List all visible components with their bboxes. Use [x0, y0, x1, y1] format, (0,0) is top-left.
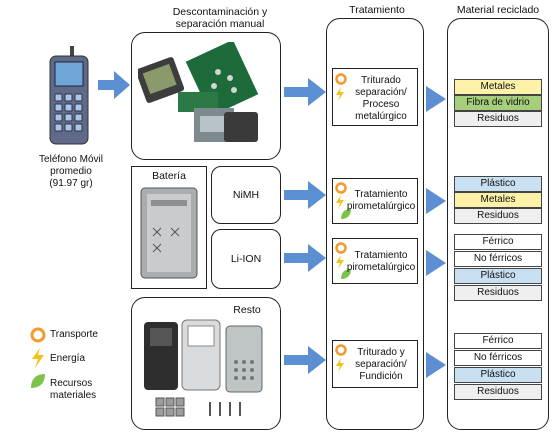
treatment-4-line1: Triturado y	[357, 347, 405, 358]
treatment-4-line2: separación/	[355, 359, 407, 370]
material-no-ferricos: No férricos	[454, 350, 542, 366]
treatment-3-line2: pirometalúrgico	[346, 262, 416, 273]
treatment-2-label: Tratamiento pirometalúrgico	[346, 189, 416, 213]
rest-label: Resto	[233, 304, 261, 316]
material-ferrico: Férrico	[454, 234, 542, 250]
arrow-treatment-to-material-1	[426, 86, 448, 112]
treatment-1-label: Triturado separación/ Proceso metalúrgic…	[346, 75, 416, 123]
material-residuos: Residuos	[454, 285, 542, 301]
liion-box	[211, 229, 281, 289]
legend-resource-line1: Recursos	[50, 378, 93, 389]
legend-transport-icon	[30, 327, 46, 343]
treatment-3-label: Tratamiento pirometalúrgico	[346, 250, 416, 274]
arrow-rest-to-treatment-4	[284, 345, 328, 375]
treatment-2-line1: Tratamiento	[354, 189, 408, 200]
nimh-label: NiMH	[232, 189, 260, 201]
legend-transport-label: Transporte	[50, 329, 98, 340]
material-plastico: Plástico	[454, 268, 542, 284]
phone-parts-image	[140, 318, 274, 424]
material-residuos: Residuos	[454, 208, 542, 224]
phone-label-line3: (91.97 gr)	[49, 178, 93, 189]
phone-label-line2: promedio	[50, 166, 92, 177]
legend-resource-label: Recursos materiales	[50, 378, 96, 402]
material-metales: Metales	[454, 79, 542, 95]
material-no-ferricos: No férricos	[454, 251, 542, 267]
phone-label: Teléfono Móvil promedio (91.97 gr)	[28, 154, 114, 190]
legend-resource-icon	[30, 373, 46, 389]
resource-icon	[340, 268, 352, 280]
legend-energy-label: Energía	[50, 353, 86, 364]
arrow-treatment-to-material-2	[426, 188, 448, 214]
header-decontamination: Descontaminación y separación manual	[150, 6, 290, 30]
disassembled-phone-image	[138, 42, 274, 150]
battery-image	[137, 184, 201, 282]
treatment-3-line1: Tratamiento	[354, 250, 408, 261]
energy-icon	[335, 255, 345, 269]
header-recycled-material: Material reciclado	[456, 4, 540, 16]
phone-label-line1: Teléfono Móvil	[39, 154, 103, 165]
treatment-1-line1: Triturado	[361, 75, 401, 86]
treatment-1-line2: separación/	[355, 87, 407, 98]
header-treatment: Tratamiento	[349, 4, 405, 16]
material-ferrico: Férrico	[454, 333, 542, 349]
transport-icon	[335, 73, 347, 85]
arrow-treatment-to-material-4	[426, 352, 448, 378]
energy-icon	[335, 87, 345, 101]
resource-icon	[340, 208, 352, 220]
treatment-1-line4: metalúrgico	[355, 111, 407, 122]
material-plastico: Plástico	[454, 176, 542, 192]
header-decontamination-line1: Descontaminación y	[172, 6, 268, 18]
nimh-box	[211, 166, 281, 224]
arrow-treatment-to-material-3	[426, 250, 448, 276]
material-residuos: Residuos	[454, 384, 542, 400]
transport-icon	[335, 242, 347, 254]
treatment-2-line2: pirometalúrgico	[346, 201, 416, 212]
liion-label: Li-ION	[230, 253, 262, 265]
treatment-4-label: Triturado y separación/ Fundición	[346, 347, 416, 383]
arrow-phone-to-decont	[98, 70, 132, 100]
battery-label: Batería	[152, 170, 186, 182]
transport-icon	[335, 182, 347, 194]
phone-icon	[44, 46, 94, 146]
material-residuos: Residuos	[454, 111, 542, 127]
treatment-1-line3: Proceso	[362, 99, 400, 110]
material-metales: Metales	[454, 192, 542, 208]
material-fibra-de-vidrio: Fibra de vidrio	[454, 95, 542, 111]
arrow-decont-to-treatment-1	[284, 77, 328, 107]
header-decontamination-line2: separación manual	[175, 18, 265, 30]
material-plastico: Plástico	[454, 367, 542, 383]
treatment-4-line3: Fundición	[359, 371, 403, 382]
transport-icon	[335, 344, 347, 356]
arrow-liion-to-treatment-3	[284, 243, 328, 273]
energy-icon	[335, 358, 345, 372]
legend-energy-icon	[31, 348, 45, 368]
arrow-nimh-to-treatment-2	[284, 180, 328, 210]
legend-resource-line2: materiales	[50, 390, 97, 401]
energy-icon	[335, 195, 345, 209]
